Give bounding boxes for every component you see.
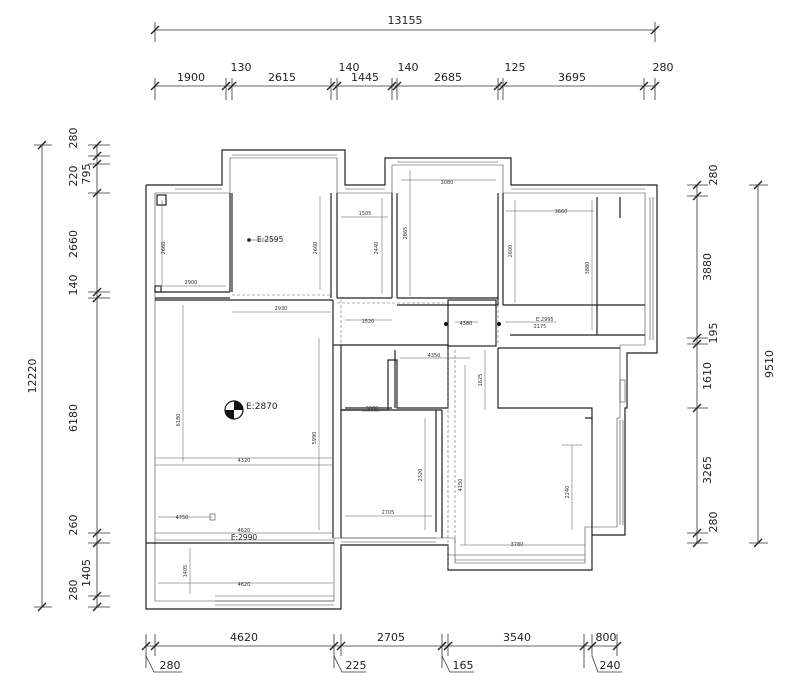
dim-bottom-4: 800	[596, 631, 617, 644]
dim-top-10: 280	[653, 61, 674, 74]
left-dimension-segments: 280 220 795 2660 140 6180 260 1405 280	[67, 128, 110, 612]
r3-width: 1505	[359, 211, 372, 217]
dim-top-7: 2685	[434, 71, 462, 84]
r1-height: 2660	[161, 242, 167, 255]
top-dimension-total: 13155	[150, 14, 660, 42]
r4-width: 3080	[441, 180, 454, 186]
dim-top-5: 1445	[351, 71, 379, 84]
dim-left-4: 2660	[67, 230, 80, 258]
r8-width: 2705	[382, 510, 395, 516]
dim-top-8: 125	[505, 61, 526, 74]
hall-level: E:2995	[536, 317, 554, 323]
r6-top: 2930	[275, 306, 288, 312]
dim-top-1: 1900	[177, 71, 205, 84]
balcony-level: E:2990	[231, 533, 258, 542]
r5-width: 3660	[555, 209, 568, 215]
left-dimension-total: 12220	[26, 140, 52, 612]
r4-height: 2865	[403, 227, 409, 240]
hall2-width: 4380	[460, 321, 473, 327]
dim-bottom-8: 240	[600, 659, 621, 672]
hall-width: 1520	[362, 319, 375, 325]
r6-height: 6180	[176, 414, 182, 427]
r1-width: 2900	[185, 280, 198, 286]
dim-top-9: 3695	[558, 71, 586, 84]
plan-walls	[145, 149, 658, 610]
right-dimension-segments: 280 3880 195 1610 3265 280	[687, 165, 720, 548]
dim-left-1: 280	[67, 128, 80, 149]
dining-width: 4750	[176, 515, 189, 521]
dim-top-6: 140	[398, 61, 419, 74]
r5-height-1: 2600	[508, 245, 514, 258]
balcony-height: 1405	[183, 565, 189, 578]
r5-height-2: 3880	[585, 262, 591, 275]
r2-level: E:2595	[257, 235, 284, 244]
top-dimension-segments: 1900 130 2615 140 1445 140 2685 125 3695…	[150, 61, 674, 100]
dim-left-7: 260	[67, 515, 80, 536]
dim-bottom-5: 280	[160, 659, 181, 672]
bath-width: 2175	[534, 324, 547, 330]
dim-left-3: 795	[80, 164, 93, 185]
r8-height: 2320	[418, 469, 424, 482]
center-level: E:2870	[246, 402, 278, 412]
bottom-width-1: 4320	[238, 458, 251, 464]
r10-width: 3780	[511, 542, 524, 548]
dim-left-9: 280	[67, 580, 80, 601]
r7-height: 3080	[366, 406, 379, 412]
balcony-width: 4620	[238, 582, 251, 588]
dim-right-1: 280	[707, 165, 720, 186]
dim-top-3: 2615	[268, 71, 296, 84]
lower-height: 4150	[458, 479, 464, 492]
dim-right-3: 195	[707, 323, 720, 344]
dim-top-total: 13155	[388, 14, 423, 27]
dim-bottom-7: 165	[453, 659, 474, 672]
bottom-width-2: 4620	[238, 528, 251, 534]
dim-bottom-2: 2705	[377, 631, 405, 644]
r2-height: 2660	[313, 242, 319, 255]
dim-left-8: 1405	[80, 559, 93, 587]
right-dimension-total: 9510	[749, 180, 776, 548]
dim-right-total: 9510	[763, 350, 776, 378]
r3-height: 2440	[374, 242, 380, 255]
inner-measurements: 2900 2660 E:2595 2660 1505 2440 3080 286…	[155, 170, 594, 594]
dim-left-2: 220	[67, 166, 80, 187]
dim-bottom-1: 4620	[230, 631, 258, 644]
r6-height-2: 5990	[312, 432, 318, 445]
kitchen-height: 1625	[478, 374, 484, 387]
dim-bottom-3: 3540	[503, 631, 531, 644]
dim-right-4: 1610	[701, 362, 714, 390]
dim-left-total: 12220	[26, 359, 39, 394]
dim-top-4: 140	[339, 61, 360, 74]
dim-bottom-6: 225	[346, 659, 367, 672]
dim-right-2: 3880	[701, 253, 714, 281]
dim-left-6: 6180	[67, 404, 80, 432]
bottom-dimension-segments: 4620 2705 3540 800 280 225 165 240	[141, 631, 622, 673]
elevation-marker-icon	[224, 400, 244, 420]
r9-height: 2240	[565, 486, 571, 499]
lower-top: 4350	[428, 353, 441, 359]
dim-right-6: 280	[707, 512, 720, 533]
dim-right-5: 3265	[701, 456, 714, 484]
dim-top-2: 130	[231, 61, 252, 74]
dim-left-5: 140	[67, 275, 80, 296]
